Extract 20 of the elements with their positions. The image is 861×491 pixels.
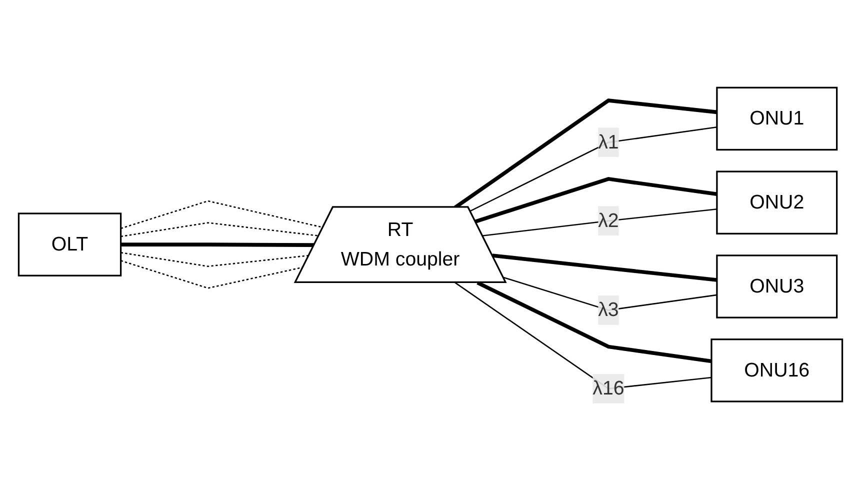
node-box: ONU1 [716, 86, 838, 151]
connector [503, 276, 718, 311]
connector [120, 200, 324, 230]
edge-label: λ2 [598, 209, 619, 232]
node-box: ONU2 [716, 170, 838, 234]
connector [492, 254, 718, 282]
edge-label: λ16 [592, 377, 624, 400]
connector [454, 282, 712, 390]
connector [120, 252, 310, 267]
connector [476, 280, 712, 364]
connector [120, 242, 314, 247]
connector [120, 222, 320, 238]
connector [470, 126, 718, 212]
connector [474, 176, 718, 224]
connector [482, 208, 717, 236]
edge-label: λ3 [598, 298, 619, 321]
node-box: ONU16 [710, 338, 844, 402]
node-box: ONU3 [716, 254, 838, 318]
node-box: OLT [18, 212, 122, 276]
edge-label: λ1 [598, 130, 619, 153]
